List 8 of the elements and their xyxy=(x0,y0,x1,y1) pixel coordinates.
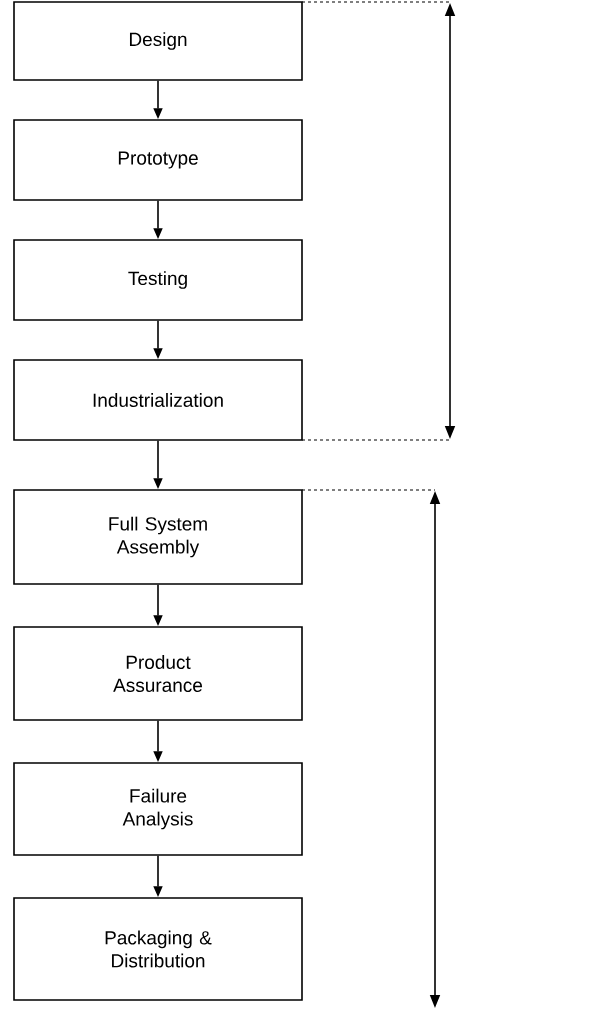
process-box: Full System Assembly xyxy=(13,489,303,585)
process-box: Packaging & Distribution xyxy=(13,897,303,1001)
process-box: Industrialization xyxy=(13,359,303,441)
process-box: Design xyxy=(13,1,303,81)
process-box: Failure Analysis xyxy=(13,762,303,856)
process-box: Product Assurance xyxy=(13,626,303,721)
process-box: Prototype xyxy=(13,119,303,201)
process-box: Testing xyxy=(13,239,303,321)
